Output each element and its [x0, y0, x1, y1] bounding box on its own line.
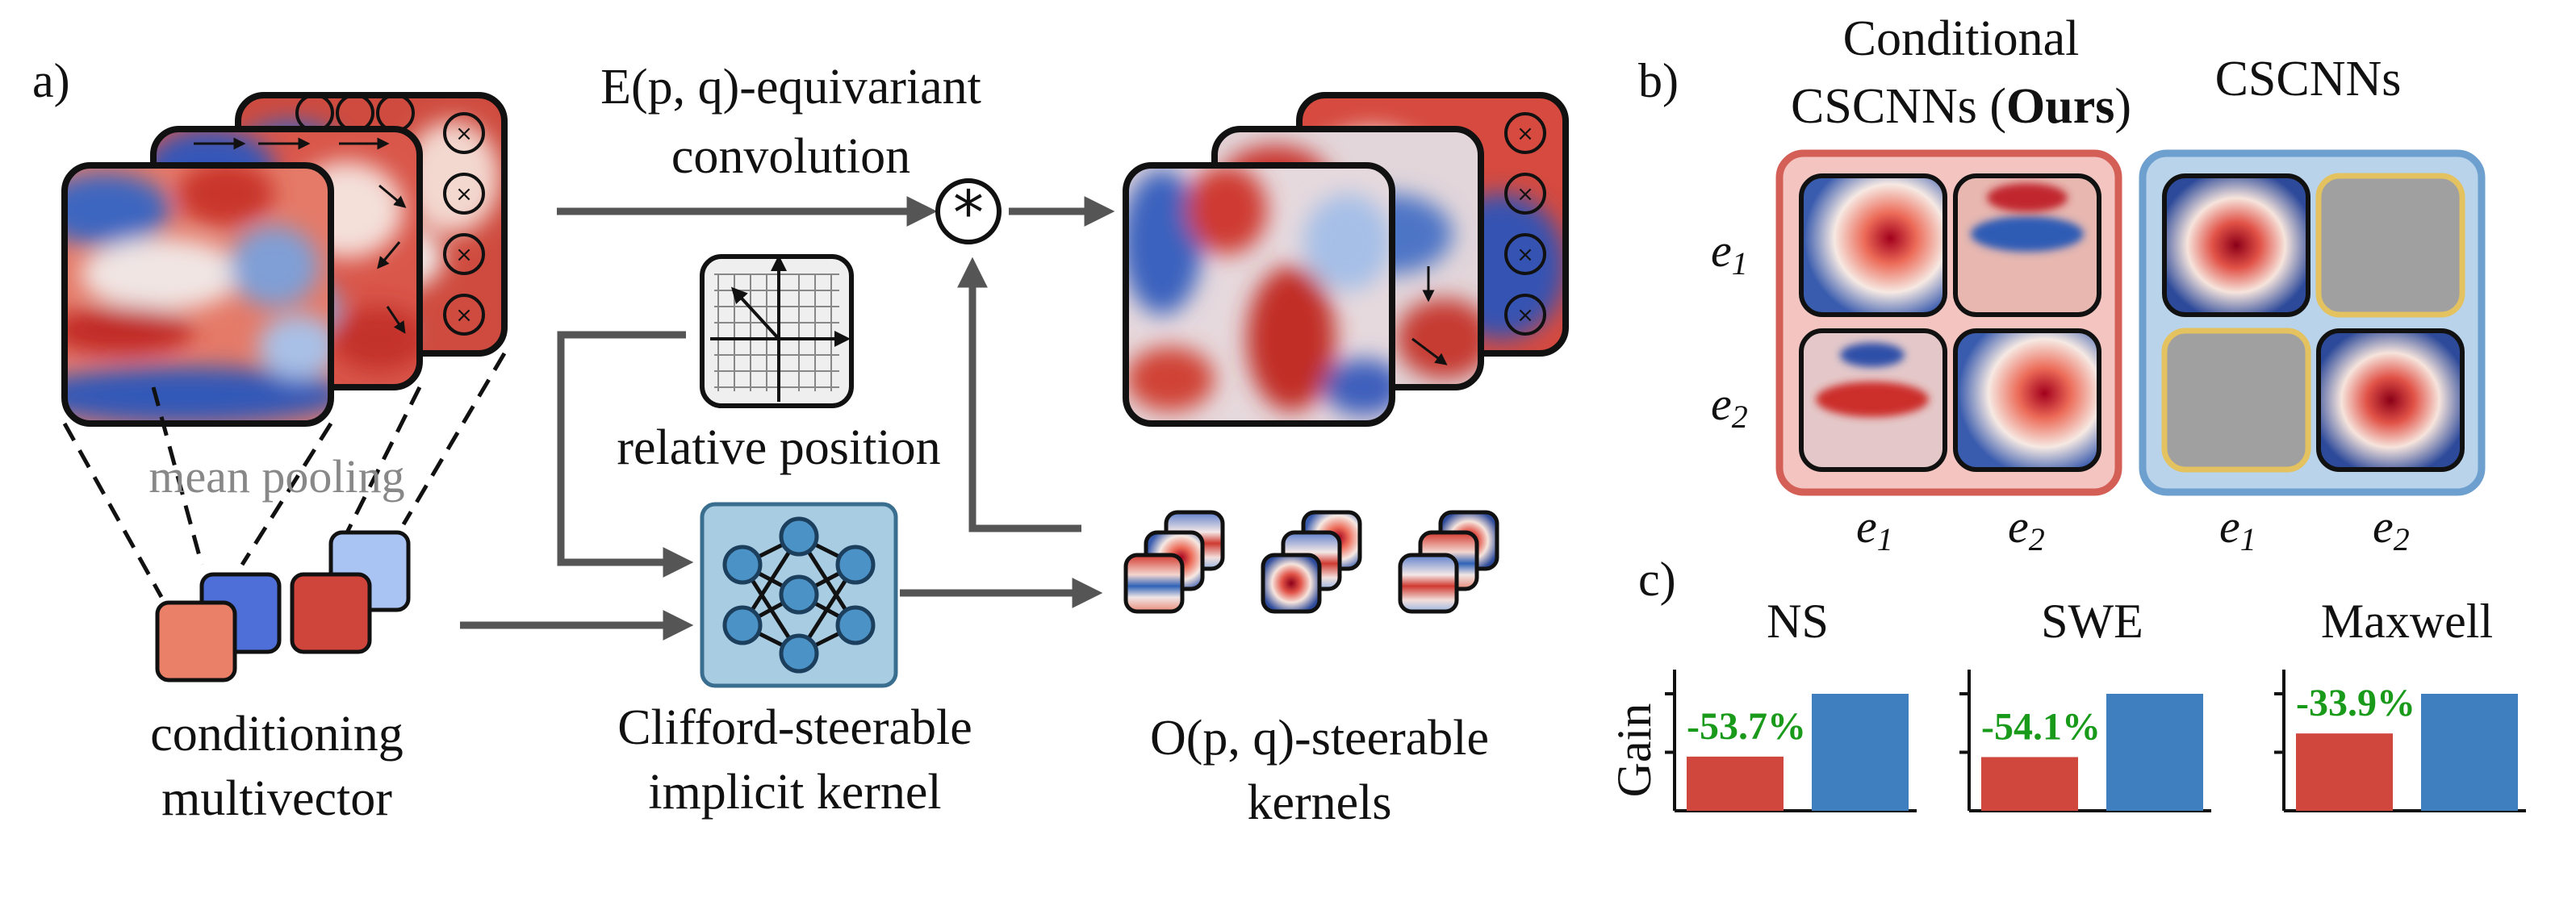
conv-label-line2: convolution — [671, 129, 910, 184]
col-label-ours-e1: e1 — [1856, 500, 1893, 557]
gain-annotation-maxwell: -33.9% — [2296, 682, 2415, 724]
relative-position-label: relative position — [617, 420, 940, 475]
svg-text:×: × — [1516, 243, 1534, 267]
col-label-ours-e2: e2 — [2008, 500, 2045, 557]
kernel-label-line2: implicit kernel — [648, 765, 941, 820]
gain-annotation-swe: -54.1% — [1981, 705, 2101, 748]
row-label-e2-index: 2 — [1732, 399, 1748, 435]
svg-text:×: × — [1516, 303, 1534, 328]
conditioning-label-line1: conditioning — [150, 707, 403, 762]
conditioning-multivector-icon — [155, 530, 411, 682]
col-label-base-e2: e2 — [2373, 500, 2410, 557]
category-title-ns: NS — [1767, 595, 1829, 648]
bar-conditional-maxwell — [2296, 733, 2393, 811]
conditioning-label-line2: multivector — [161, 771, 392, 826]
bar-conditional-ns — [1687, 756, 1784, 811]
svg-text:×: × — [455, 303, 473, 328]
chart-ylabel: Gain — [1608, 703, 1661, 798]
gain-bar-chart: -53.7% NS -54.1% SWE -33.9% Maxwell — [1665, 595, 2526, 812]
steerable-label-line1: O(p, q)-steerable — [1150, 711, 1489, 766]
pooling-dashed-lines — [62, 352, 507, 599]
col-label-base-e1: e1 — [2219, 500, 2256, 557]
category-title-maxwell: Maxwell — [2321, 595, 2493, 648]
implicit-kernel-network-icon — [700, 502, 898, 688]
baseline-title: CSCNNs — [2215, 52, 2402, 106]
arrow-kernels-to-conv — [957, 257, 1081, 532]
steerable-kernel-stack-1 — [1123, 510, 1225, 614]
output-field-stack: × × × × — [1123, 92, 1569, 427]
svg-text:×: × — [1516, 182, 1534, 207]
input-field-stack: × × × × — [61, 92, 508, 427]
steerable-kernel-stack-3 — [1398, 510, 1499, 614]
row-label-e2: e2 — [1711, 378, 1748, 435]
svg-text:×: × — [1516, 122, 1534, 146]
panel-a-label: a) — [32, 54, 70, 107]
gain-annotation-ns: -53.7% — [1687, 705, 1806, 748]
ours-kernel-matrix — [1775, 149, 2122, 496]
arrow-position-to-kernel — [557, 331, 694, 578]
panel-c-label: c) — [1638, 553, 1676, 606]
ours-title-line1: Conditional — [1843, 11, 2080, 66]
kernel-label-line1: Clifford-steerable — [617, 700, 972, 755]
bar-baseline-ns — [1812, 694, 1909, 811]
mean-pooling-label: mean pooling — [148, 450, 404, 503]
svg-text:*: * — [953, 177, 984, 248]
conv-label-line1: E(p, q)-equivariant — [600, 60, 981, 115]
row-label-e1-index: 1 — [1732, 245, 1748, 282]
bar-conditional-swe — [1981, 757, 2078, 811]
svg-text:×: × — [455, 122, 473, 146]
category-title-swe: SWE — [2041, 595, 2143, 648]
row-label-e1: e1 — [1711, 224, 1748, 282]
bar-baseline-maxwell — [2421, 694, 2518, 811]
ours-title-line2: CSCNNs (Ours) — [1791, 79, 2131, 134]
svg-text:×: × — [455, 182, 473, 207]
svg-text:×: × — [455, 243, 473, 267]
steerable-kernel-stack-2 — [1261, 510, 1362, 614]
steerable-label-line2: kernels — [1247, 775, 1391, 830]
panel-b-label: b) — [1638, 54, 1679, 107]
baseline-kernel-matrix — [2139, 149, 2486, 496]
relative-position-grid-icon — [700, 254, 854, 408]
bar-baseline-swe — [2106, 694, 2203, 811]
convolution-operator-icon: * — [935, 177, 1002, 248]
